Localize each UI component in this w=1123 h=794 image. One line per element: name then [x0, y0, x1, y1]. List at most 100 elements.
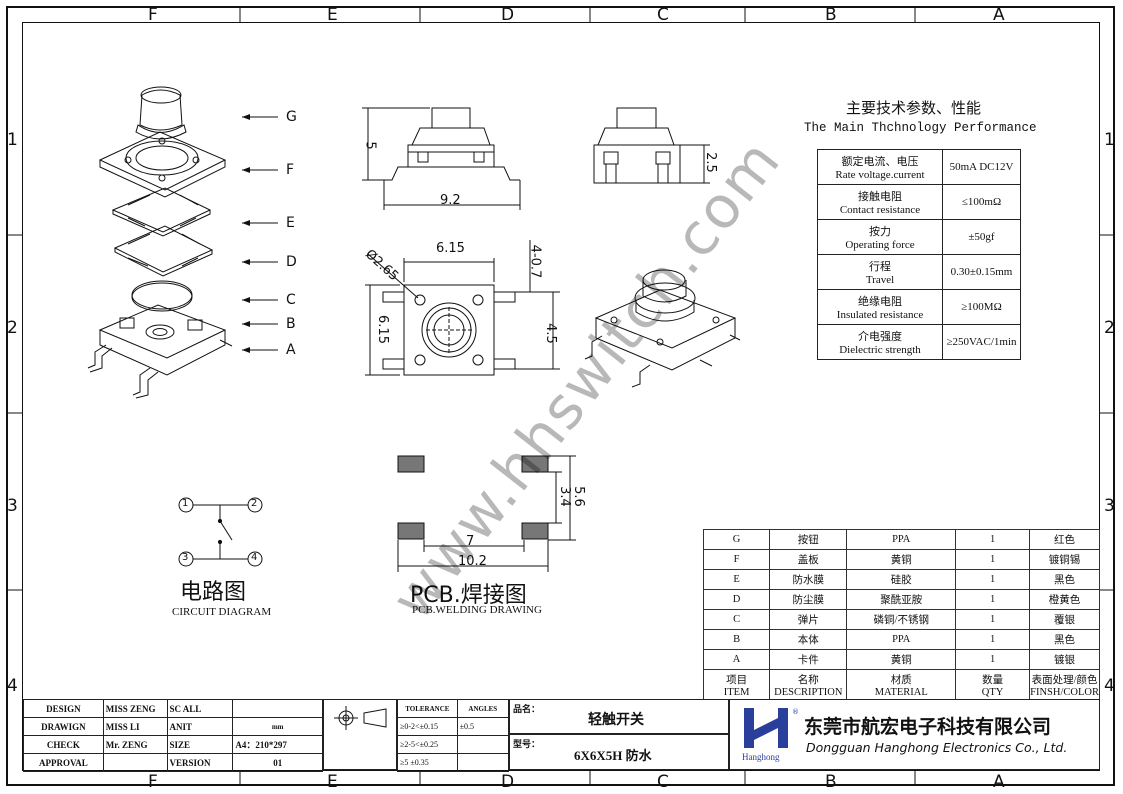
- bom-header-cn: 表面处理/颜色: [1031, 674, 1098, 686]
- dimension-label: 4-0.7: [527, 244, 543, 279]
- tb-value: SC ALL: [166, 699, 234, 718]
- spec-param-cn: 接触电阻: [858, 191, 902, 203]
- callout-label: D: [286, 254, 297, 270]
- dimension-label: 6.15: [436, 241, 465, 256]
- spec-value: ±50gf: [942, 219, 1021, 255]
- bom-finish: 黑色: [1029, 629, 1100, 650]
- bom-item: E: [702, 569, 771, 590]
- tb-label: ANGLES: [456, 699, 510, 718]
- callout-label: F: [286, 162, 295, 178]
- tb-value: 01: [232, 753, 323, 772]
- bom-name: 防尘膜: [769, 589, 848, 610]
- tb-label: VERSION: [166, 753, 234, 772]
- bom-item: B: [702, 629, 771, 650]
- tb-value: A4：210*297: [232, 735, 323, 754]
- bom-finish: 黑色: [1029, 569, 1100, 590]
- spec-param-cn: 介电强度: [858, 331, 902, 343]
- bom-material: 磷铜/不锈钢: [846, 609, 957, 630]
- svg-text:®: ®: [792, 708, 798, 716]
- company-logo-icon: ®: [744, 708, 798, 748]
- tb-value: MISS ZENG: [102, 699, 168, 718]
- circuit-pin-label: 1: [182, 498, 189, 509]
- bom-item: D: [702, 589, 771, 610]
- bom-header-cn: 材质: [890, 674, 912, 686]
- grid-col-letter: E: [327, 5, 338, 25]
- bom-material: PPA: [846, 629, 957, 650]
- bom-header-en: MATERIAL: [874, 686, 928, 698]
- tb-label: DESIGN: [23, 699, 104, 718]
- bom-item: A: [702, 649, 771, 670]
- bom-qty: 1: [955, 629, 1031, 650]
- grid-row-number: 2: [7, 318, 18, 338]
- tb-empty: [456, 753, 510, 772]
- spec-param-en: Contact resistance: [839, 204, 921, 216]
- grid-col-letter: A: [993, 772, 1005, 792]
- bom-qty: 1: [955, 649, 1031, 670]
- grid-col-letter: C: [657, 5, 669, 25]
- spec-param-en: Dielectric strength: [839, 344, 921, 356]
- bom-item: C: [702, 609, 771, 630]
- inner-frame: [22, 22, 1100, 771]
- tb-value: Mr. ZENG: [102, 735, 168, 754]
- bom-material: PPA: [846, 529, 957, 550]
- tb-value: mm: [232, 717, 323, 736]
- tb-label: CHECK: [23, 735, 104, 754]
- grid-col-letter: B: [825, 772, 837, 792]
- spec-param-cn: 额定电流、电压: [841, 156, 919, 168]
- model-cell: 型号： 6X6X5H 防水: [509, 734, 729, 770]
- circuit-title: 电路图: [180, 580, 247, 605]
- spec-value: ≤100mΩ: [942, 184, 1021, 220]
- dimension-label: 9.2: [440, 193, 461, 208]
- spec-value: 0.30±0.15mm: [942, 254, 1021, 290]
- bom-finish: 覆银: [1029, 609, 1100, 630]
- tb-value: ≥5 ±0.35: [397, 753, 458, 772]
- tb-value: ≥0-2<±0.15: [397, 717, 458, 736]
- grid-row-number: 4: [7, 676, 18, 696]
- grid-row-number: 1: [1104, 130, 1115, 150]
- bom-header-en: DESCRIPTION: [774, 686, 843, 698]
- callout-label: G: [286, 109, 297, 125]
- dimension-label: 5.6: [570, 486, 586, 507]
- grid-row-number: 2: [1104, 318, 1115, 338]
- spec-param-en: Insulated resistance: [836, 309, 924, 321]
- tb-empty: [102, 753, 168, 772]
- product-cell: 品名： 轻触开关: [509, 699, 729, 734]
- grid-row-number: 3: [1104, 496, 1115, 516]
- projection-box: [323, 699, 397, 770]
- spec-subtitle: The Main Thchnology Performance: [804, 121, 1037, 135]
- grid-col-letter: F: [148, 5, 158, 25]
- grid-col-letter: F: [148, 772, 158, 792]
- dimension-label: 7: [466, 534, 475, 549]
- tb-label: TOLERANCE: [397, 699, 458, 718]
- projection-symbol-icon: [334, 706, 387, 730]
- company-block: ® Hanghong 东莞市航宏电子科技有限公司 Dongguan Hangho…: [729, 699, 1100, 770]
- grid-col-letter: D: [501, 5, 515, 25]
- spec-param-en: Operating force: [845, 239, 915, 251]
- spec-value: 50mA DC12V: [942, 149, 1021, 185]
- pcb-title: PCB.焊接图: [410, 583, 527, 608]
- bom-qty: 1: [955, 569, 1031, 590]
- bom-finish: 镀银: [1029, 649, 1100, 670]
- bom-material: 硅胶: [846, 569, 957, 590]
- callout-label: B: [286, 316, 296, 332]
- callout-label: C: [286, 292, 296, 308]
- bom-material: 黄铜: [846, 649, 957, 670]
- bom-name: 弹片: [769, 609, 848, 630]
- tb-value: ±0.5: [456, 717, 510, 736]
- grid-col-letter: A: [993, 5, 1005, 25]
